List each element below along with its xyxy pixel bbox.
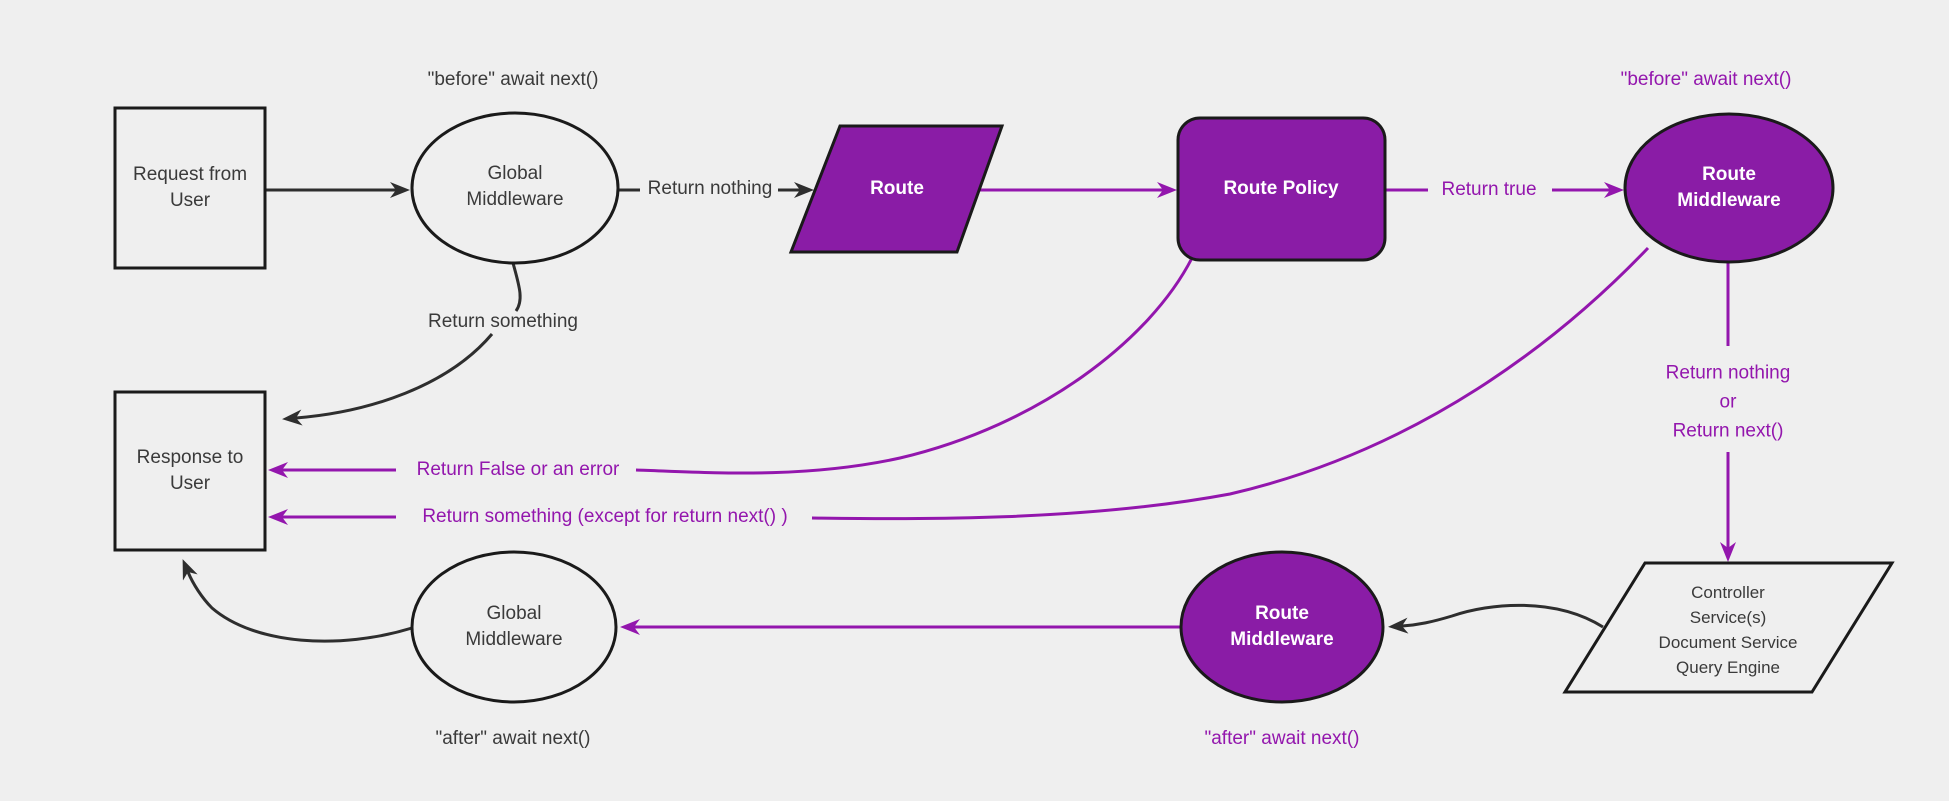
controller-line-1: Controller (1691, 583, 1765, 602)
route-node-label: Route (870, 178, 924, 199)
after-route-middleware-label: "after" await next() (1204, 728, 1360, 749)
before-route-middleware-label: "before" await next() (1620, 69, 1792, 90)
global-middleware-top-label: Global Middleware (466, 163, 564, 210)
return-nothing-label: Return nothing (647, 178, 773, 199)
return-something-label: Return something (428, 311, 578, 332)
route-middleware-bottom-node (1179, 550, 1385, 704)
return-nothing-or-line-1: Return nothing (1665, 362, 1791, 384)
route-node (788, 124, 1005, 254)
before-global-label: "before" await next() (427, 69, 599, 90)
return-nothing-or-line-2: or (1719, 391, 1737, 413)
return-nothing-or-line-3: Return next() (1672, 420, 1784, 442)
return-true-label: Return true (1441, 179, 1537, 200)
controller-line-2: Service(s) (1689, 608, 1767, 627)
request-node-label: Request from User (132, 164, 248, 211)
return-nothing-or-next-label: Return nothing or Return next() (1666, 359, 1791, 446)
route-middleware-top-node (1623, 112, 1835, 264)
request-from-user-node (113, 106, 267, 270)
return-false-or-error-label: Return False or an error (416, 459, 620, 480)
controller-line-3: Document Service (1658, 633, 1798, 652)
edge-controller-to-middleware (1388, 603, 1604, 634)
global-middleware-top-node (410, 111, 620, 265)
edge-return-except-curve (811, 246, 1650, 521)
controller-line-4: Query Engine (1676, 658, 1780, 677)
edge-global-to-response (182, 559, 413, 643)
edge-return-something-curve (282, 333, 494, 426)
route-middleware-bottom-label: Route Middleware (1230, 603, 1334, 650)
route-middleware-top-label: Route Middleware (1677, 164, 1781, 211)
global-middleware-bottom-node (410, 550, 618, 704)
response-to-user-node (113, 390, 267, 552)
edge-return-false-curve (635, 257, 1194, 475)
response-node-label: Response to User (136, 447, 244, 494)
after-global-label: "after" await next() (435, 728, 591, 749)
controller-services-node (1562, 561, 1895, 694)
edge-return-something-stub (511, 262, 522, 312)
controller-node-label: Controller Service(s) Document Service Q… (1659, 580, 1798, 680)
route-policy-node (1176, 116, 1387, 262)
return-something-except-label: Return something (except for return next… (422, 506, 788, 527)
route-policy-label: Route Policy (1223, 178, 1339, 199)
global-middleware-bottom-label: Global Middleware (465, 603, 563, 650)
